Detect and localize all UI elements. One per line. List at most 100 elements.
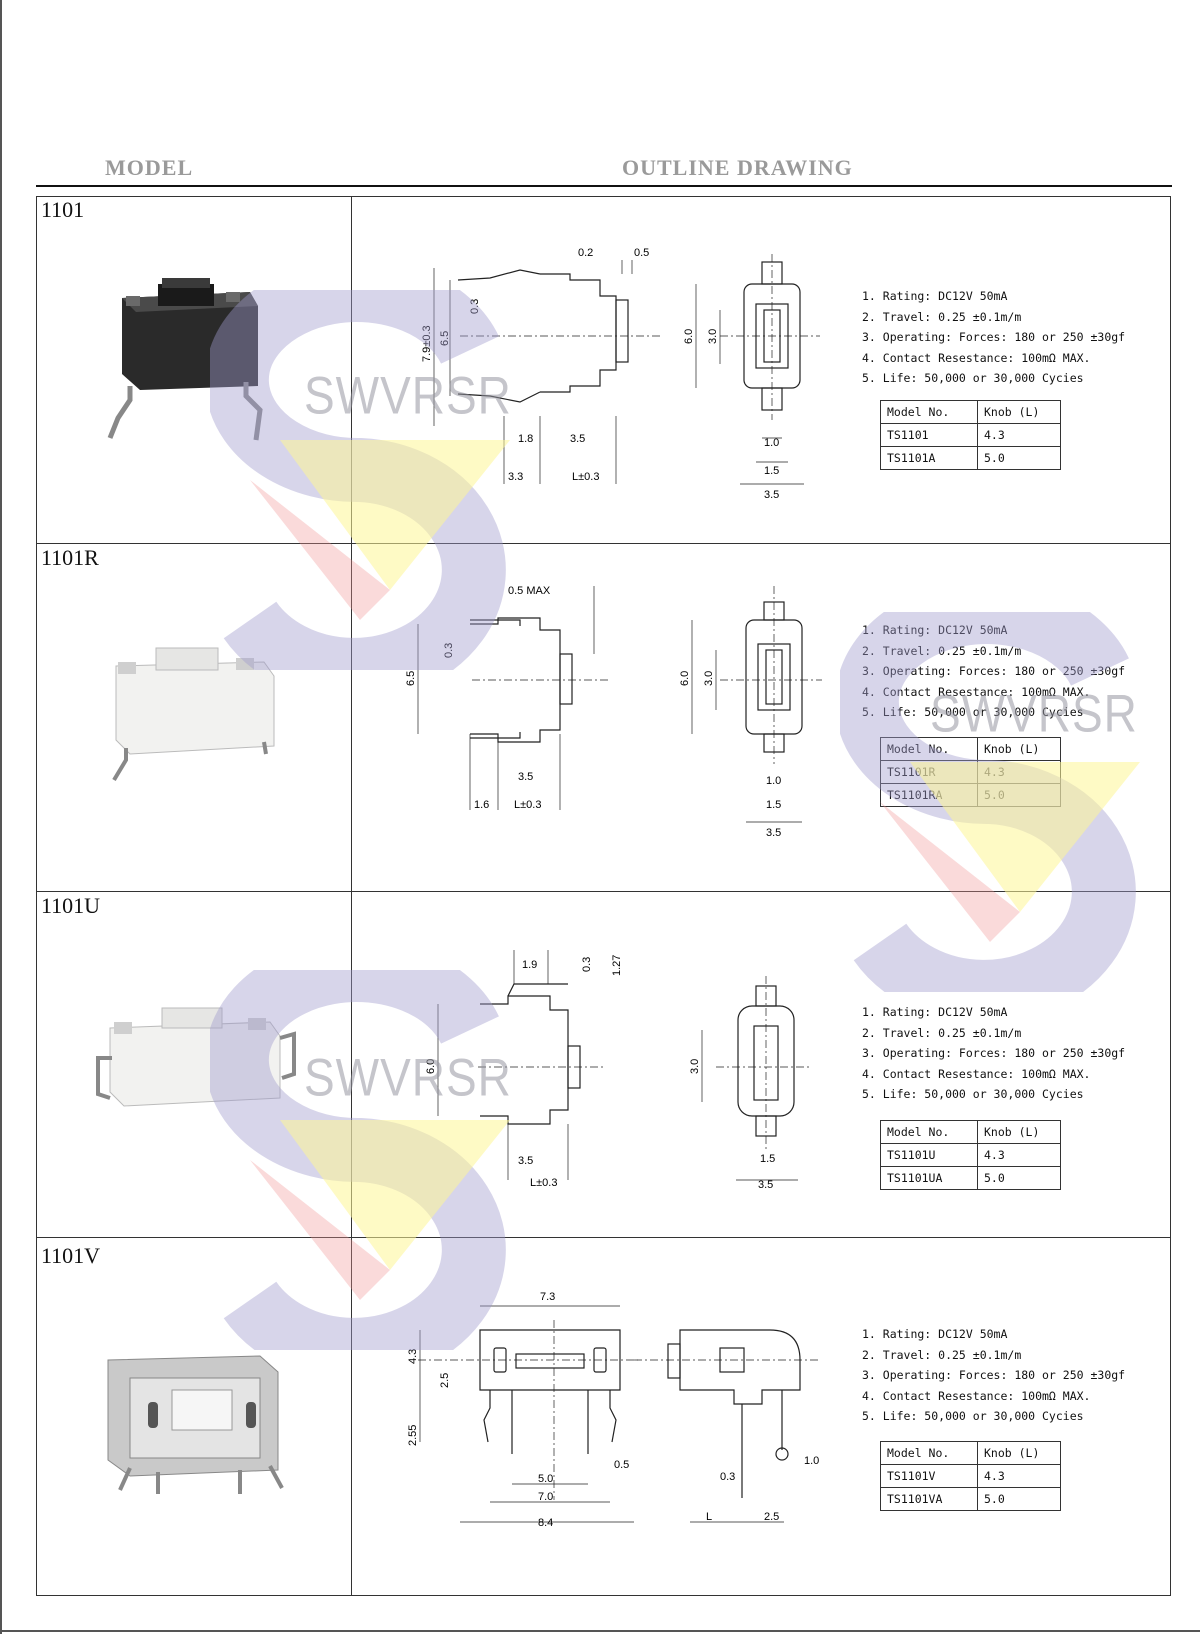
dim-label: 8.4 — [538, 1517, 553, 1529]
dim-label: 0.3 — [443, 643, 455, 658]
watermark-text: SWVRSR — [930, 683, 1138, 743]
outline-drawing-1101v: 7.3 4.3 2.5 2.55 5.0 0.5 7.0 8.4 0.3 1.0… — [407, 1291, 820, 1529]
dim-label: 3.0 — [689, 1059, 701, 1074]
spec-list-1101: 1. Rating: DC12V 50mA 2. Travel: 0.25 ±0… — [862, 286, 1125, 389]
photo-1101u — [96, 1007, 296, 1107]
dim-label: 1.27 — [611, 955, 623, 976]
dim-label: 1.5 — [760, 1153, 775, 1165]
model-number: TS1101UA — [880, 1166, 978, 1190]
spec-item: 5. Life: 50,000 or 30,000 Cycies — [862, 371, 1084, 385]
spec-list-1101u: 1. Rating: DC12V 50mA 2. Travel: 0.25 ±0… — [862, 1002, 1125, 1105]
knob-table-header-model: Model No. — [880, 1441, 978, 1465]
knob-length: 4.3 — [977, 423, 1061, 447]
dim-label: L±0.3 — [572, 471, 599, 483]
spec-item: 4. Contact Resestance: 100mΩ MAX. — [862, 350, 1091, 365]
spec-item: 5. Life: 50,000 or 30,000 Cycies — [862, 705, 1084, 719]
model-number: TS1101R — [880, 760, 978, 784]
spec-item: 4. Contact Resestance: 100mΩ MAX. — [862, 1388, 1091, 1403]
dim-label: 3.3 — [508, 471, 523, 483]
spec-item: 3. Operating: Forces: 180 or 250 ±30gf — [862, 664, 1126, 678]
model-name-1101: 1101 — [41, 197, 85, 222]
spec-item: 5. Life: 50,000 or 30,000 Cycies — [862, 1087, 1084, 1101]
outline-drawing-1101r: 0.5 MAX 0.3 6.5 3.5 1.6 L±0.3 6.0 3.0 1.… — [405, 585, 822, 839]
dim-label: 1.8 — [518, 433, 533, 445]
row-divider — [37, 543, 1170, 544]
dim-label: 3.5 — [758, 1179, 773, 1190]
knob-length: 5.0 — [977, 783, 1061, 807]
knob-table-header-model: Model No. — [880, 1120, 978, 1144]
dim-label: 6.0 — [683, 329, 695, 344]
dim-label: 3.5 — [764, 489, 779, 501]
dim-label: 6.5 — [405, 671, 417, 686]
photo-1101 — [107, 278, 263, 441]
dim-label: 1.9 — [522, 959, 537, 971]
spec-item: 3. Operating: Forces: 180 or 250 ±30gf — [862, 330, 1126, 344]
row-divider — [37, 1237, 1170, 1238]
dim-label: 0.3 — [581, 957, 593, 972]
spec-item: 2. Travel: 0.25 ±0.1m/m — [862, 1347, 1022, 1362]
spec-item: 2. Travel: 0.25 ±0.1m/m — [862, 1025, 1022, 1040]
watermark-text: SWVRSR — [304, 365, 512, 425]
dim-label: 3.5 — [766, 827, 781, 839]
outline-drawing-column-header: OUTLINE DRAWING — [622, 155, 853, 180]
knob-length: 5.0 — [977, 1487, 1061, 1511]
knob-length: 4.3 — [977, 1464, 1061, 1488]
column-divider — [351, 197, 352, 1595]
dim-label: 3.0 — [703, 671, 715, 686]
knob-length: 4.3 — [977, 1143, 1061, 1167]
model-number: TS1101V — [880, 1464, 978, 1488]
dim-label: L±0.3 — [514, 799, 541, 811]
spec-item: 5. Life: 50,000 or 30,000 Cycies — [862, 1409, 1084, 1423]
dim-label: 1.0 — [766, 775, 781, 787]
knob-length: 5.0 — [977, 446, 1061, 470]
dim-label: 4.3 — [407, 1349, 419, 1364]
header-rule — [36, 185, 1172, 187]
dim-label: 3.5 — [518, 1155, 533, 1167]
dim-label: 3.5 — [570, 433, 585, 445]
model-number: TS1101U — [880, 1143, 978, 1167]
model-number: TS1101RA — [880, 783, 978, 807]
dim-label: 2.5 — [439, 1373, 451, 1388]
spec-item: 2. Travel: 0.25 ±0.1m/m — [862, 643, 1022, 658]
knob-table-header-model: Model No. — [880, 737, 978, 761]
dim-label: 5.0 — [538, 1473, 553, 1485]
dim-label: 0.5 — [614, 1459, 629, 1471]
model-name-1101v: 1101V — [41, 1243, 101, 1268]
dim-label: 2.55 — [407, 1425, 419, 1446]
spec-item: 1. Rating: DC12V 50mA — [862, 289, 1008, 303]
model-column-header: MODEL — [105, 155, 194, 180]
spec-item: 1. Rating: DC12V 50mA — [862, 1005, 1008, 1019]
knob-table-header-knob: Knob (L) — [977, 737, 1061, 761]
model-name-1101r: 1101R — [41, 545, 99, 570]
dim-label: L±0.3 — [530, 1177, 557, 1189]
spec-item: 3. Operating: Forces: 180 or 250 ±30gf — [862, 1046, 1126, 1060]
dim-label: 1.5 — [764, 465, 779, 477]
outline-drawing-1101: 0.2 0.5 0.3 7.9±0.3 6.5 1.8 3.5 3.3 L±0.… — [421, 247, 820, 501]
spec-item: 4. Contact Resestance: 100mΩ MAX. — [862, 1066, 1091, 1081]
dim-label: 7.0 — [538, 1491, 553, 1503]
model-name-1101u: 1101U — [41, 893, 101, 918]
spec-item: 1. Rating: DC12V 50mA — [862, 623, 1008, 637]
dim-label: 1.0 — [764, 437, 779, 449]
dim-label: 0.5 — [634, 247, 649, 259]
model-number: TS1101 — [880, 423, 978, 447]
knob-table-header-knob: Knob (L) — [977, 1441, 1061, 1465]
dim-label: 7.3 — [540, 1291, 555, 1303]
page-frame-left — [0, 0, 2, 1634]
photo-1101v — [107, 1355, 284, 1494]
spec-item: 3. Operating: Forces: 180 or 250 ±30gf — [862, 1368, 1126, 1382]
dim-label: 0.5 MAX — [508, 585, 551, 597]
dim-label: 6.5 — [439, 331, 451, 346]
dim-label: 3.5 — [518, 771, 533, 783]
spec-item: 2. Travel: 0.25 ±0.1m/m — [862, 309, 1022, 324]
spec-table: 1101 1101R 1101U 1101V — [36, 196, 1171, 1596]
